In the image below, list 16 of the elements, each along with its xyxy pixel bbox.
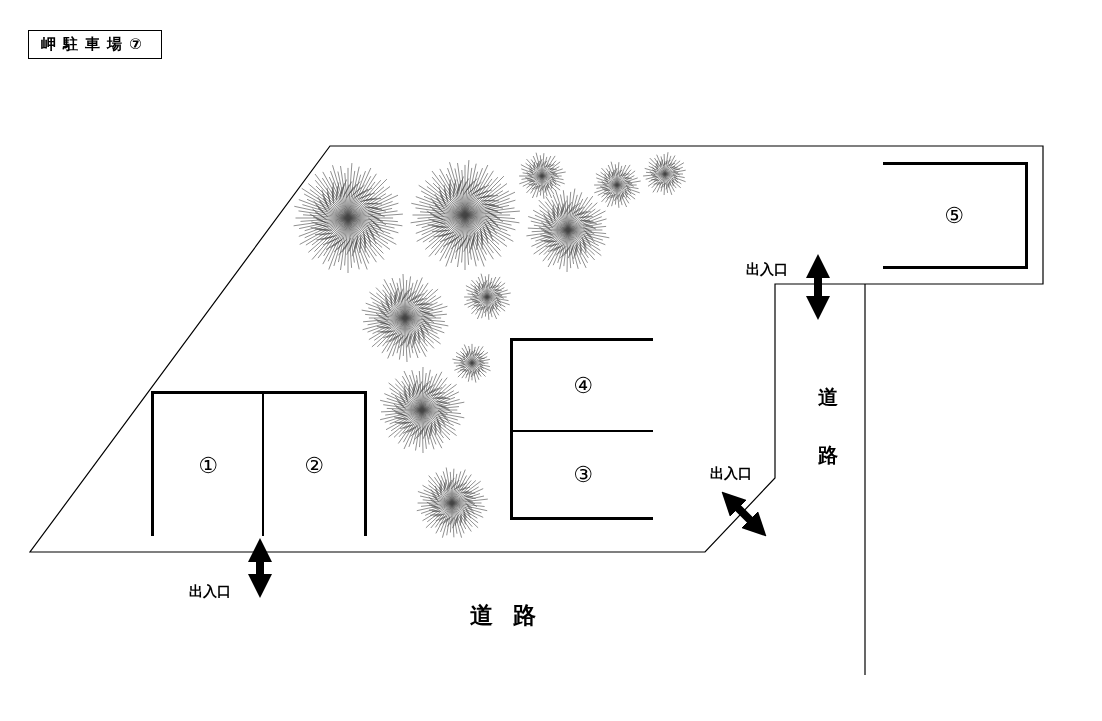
space-number: ① [198, 452, 218, 478]
parking-space [510, 431, 653, 520]
space-number: ② [304, 452, 324, 478]
title-box: 岬駐車場⑦ [28, 30, 162, 59]
parking-space [263, 391, 367, 536]
parking-space [883, 162, 1028, 269]
space-number: ④ [573, 373, 593, 398]
road-label: 道路 [470, 601, 556, 630]
road-label: 道路 [818, 384, 839, 469]
entrance-label: 出入口 [710, 465, 752, 483]
entrance-label: 出入口 [189, 583, 231, 601]
parking-space [151, 391, 263, 536]
parking-space [510, 338, 653, 431]
space-number: ③ [573, 462, 593, 487]
space-number: ⑤ [944, 203, 964, 228]
entrance-label: 出入口 [746, 261, 788, 279]
